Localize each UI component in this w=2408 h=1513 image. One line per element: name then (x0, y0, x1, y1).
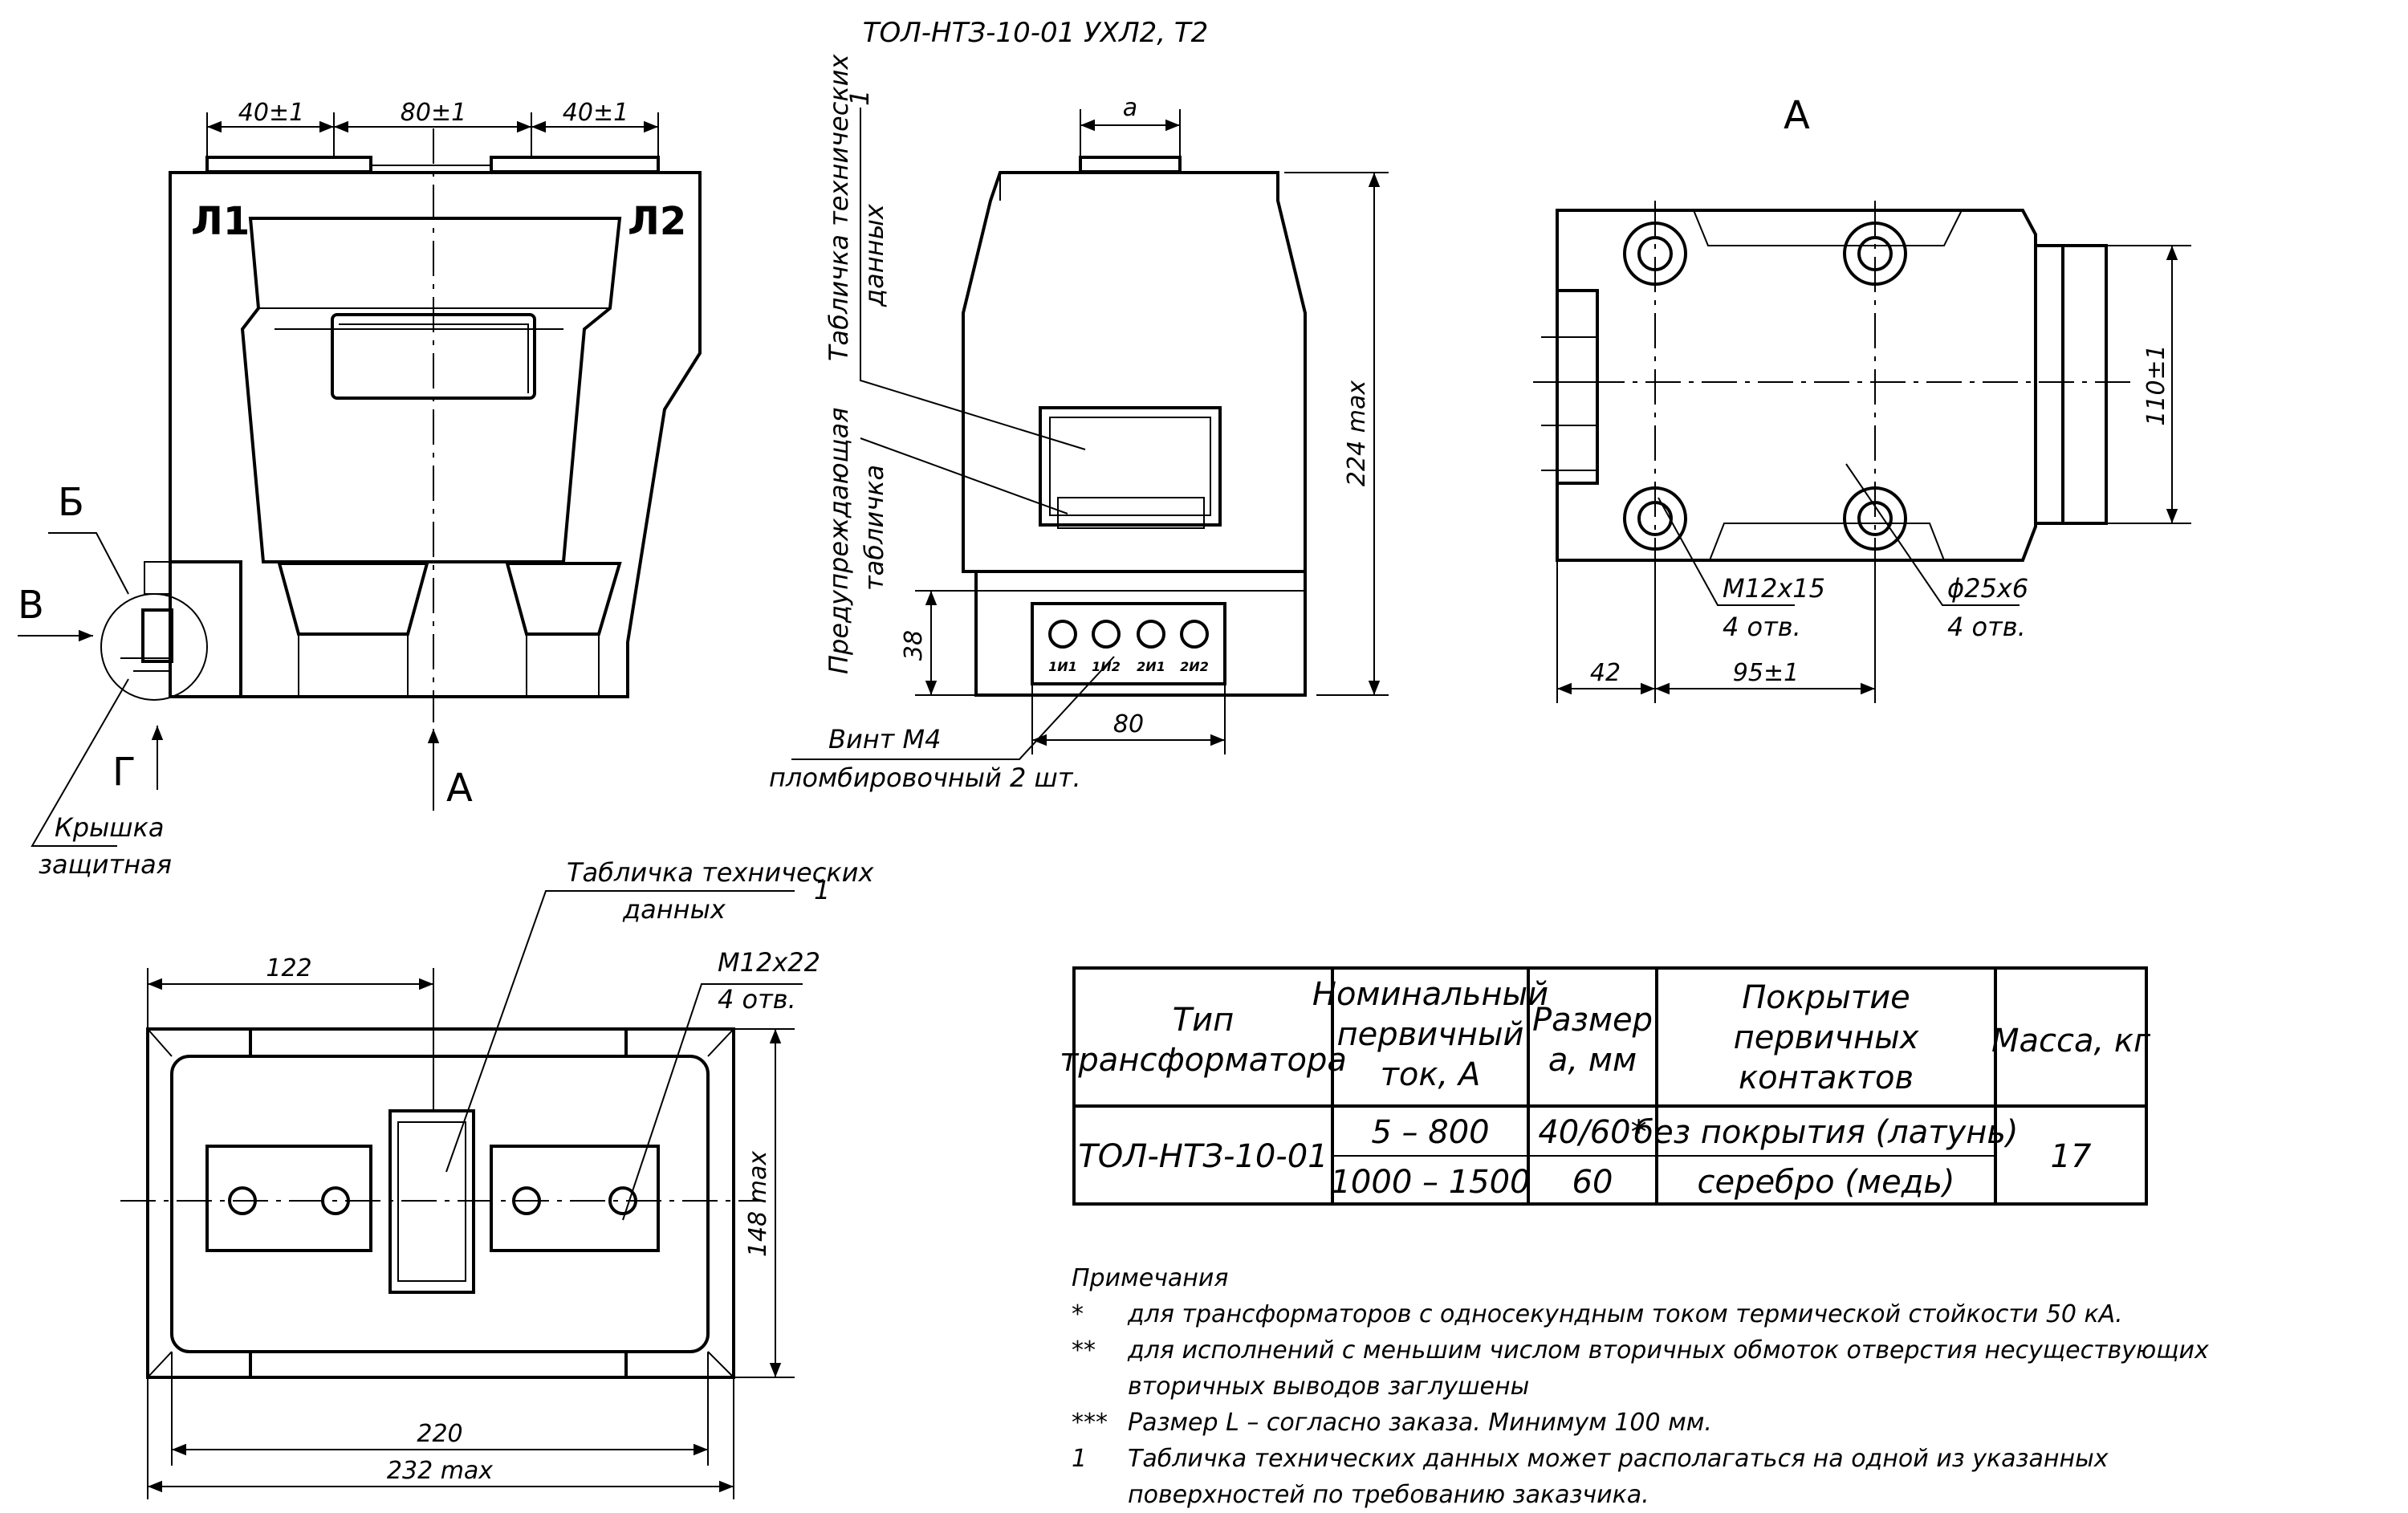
note-text: для исполнений с меньшим числом вторичны… (1128, 1336, 2209, 1365)
cell-coating-1: без покрытия (латунь) (1633, 1114, 2018, 1151)
note-text: поверхностей по требованию заказчика. (1128, 1481, 1649, 1509)
terminal-1i2: 1И2 (1092, 659, 1121, 674)
mounting-holes (1623, 222, 1907, 551)
cell-type: ТОЛ-НТЗ-10-01 (1078, 1138, 1328, 1175)
dim-42: 42 (1590, 659, 1621, 687)
view-a: А 110±1 42 95±1 М12х15 4 отв. ϕ25 (1533, 93, 2191, 703)
note-text: Табличка технических данных может распол… (1128, 1445, 2109, 1473)
view-label-v: В (18, 583, 44, 628)
screw-label-1: Винт М4 (828, 724, 941, 754)
terminal-2i2: 2И2 (1180, 659, 1209, 674)
note-row: *** Размер L – согласно заказа. Минимум … (1072, 1405, 2388, 1441)
hole-count: 4 отв. (1723, 612, 1801, 642)
note-row: поверхностей по требованию заказчика. (1072, 1477, 2388, 1513)
view-label-a-front: А (446, 766, 473, 811)
label-l2: Л2 (628, 199, 686, 244)
note-row: * для трансформаторов с односекундным то… (1072, 1296, 2388, 1332)
note-text: для трансформаторов с односекундным токо… (1128, 1300, 2123, 1328)
cover-label-1: Крышка (55, 812, 165, 843)
label-l1: Л1 (191, 199, 250, 244)
dim-40-right: 40±1 (563, 99, 628, 127)
note-text: Размер L – согласно заказа. Минимум 100 … (1128, 1409, 1712, 1437)
cell-size-2: 60 (1572, 1164, 1613, 1201)
spec-table: Тип трансформатора Номинальный первичный… (1060, 966, 2151, 1206)
dim-110: 110±1 (2142, 344, 2170, 425)
cell-coating-2: серебро (медь) (1697, 1164, 1954, 1201)
side-view: 1И1 1И2 2И1 2И2 а 224 max 38 80 Табличка… (769, 54, 1389, 793)
th-current-1: Номинальный (1312, 976, 1548, 1013)
view-label-g: Г (112, 750, 136, 795)
tech-plate-label-1: Табличка технических (824, 54, 854, 361)
hole-label: М12х15 (1723, 573, 1825, 604)
note-row: ** для исполнений с меньшим числом втори… (1072, 1332, 2388, 1369)
thread-count: 4 отв. (718, 984, 796, 1015)
dim-224: 224 max (1343, 380, 1371, 486)
dim-232: 232 max (387, 1457, 493, 1485)
note-mark: * (1072, 1300, 1084, 1328)
cell-size-1: 40/60* (1538, 1114, 1646, 1151)
notes: Примечания * для трансформаторов с однос… (1072, 1260, 2388, 1513)
th-coating-3: контактов (1739, 1060, 1914, 1096)
terminal-2i1: 2И1 (1137, 659, 1165, 674)
note-text: вторичных выводов заглушены (1128, 1373, 1530, 1401)
th-mass: Масса, кг (1991, 1023, 2151, 1060)
dim-148: 148 max (744, 1151, 772, 1257)
dia-count: 4 отв. (1947, 612, 2026, 642)
bottom-tech-plate-label-1: Табличка технических (567, 857, 874, 888)
dim-a: а (1123, 94, 1137, 122)
note-row: 1 Табличка технических данных может расп… (1072, 1441, 2388, 1477)
note-mark: ** (1072, 1336, 1096, 1365)
th-type-1: Тип (1173, 1002, 1235, 1039)
dim-38: 38 (900, 630, 928, 661)
tech-plate-ref-1: 1 (844, 90, 875, 106)
screw-label-2: пломбировочный 2 шт. (769, 763, 1081, 793)
dia-label: ϕ25х6 (1947, 573, 2028, 604)
dim-80: 80±1 (401, 99, 466, 127)
note-mark (1072, 1369, 1128, 1405)
bottom-view: 122 148 max 220 232 max Табличка техниче… (120, 857, 874, 1499)
tech-plate-label-2: данных (859, 203, 889, 307)
view-label-b: Б (58, 480, 84, 525)
th-current-2: первичный (1336, 1016, 1523, 1053)
th-size-1: Размер (1532, 1002, 1653, 1039)
cover-label-2: защитная (39, 849, 172, 880)
th-coating-2: первичных (1734, 1019, 1919, 1056)
cell-current-2: 1000 – 1500 (1330, 1164, 1530, 1201)
dim-95: 95±1 (1733, 659, 1799, 687)
note-mark: 1 (1072, 1445, 1088, 1473)
dim-40-left: 40±1 (238, 99, 304, 127)
bottom-tech-plate-label-2: данных (622, 894, 726, 925)
note-mark: *** (1072, 1409, 1108, 1437)
th-size-2: а, мм (1548, 1042, 1637, 1079)
warning-plate-label-1: Предупреждающая (824, 407, 854, 674)
th-type-2: трансформатора (1060, 1042, 1347, 1079)
front-view: 40±1 80±1 40±1 Л1 Л2 Б В Г А Крышка защи… (18, 99, 702, 880)
warning-plate-label-2: табличка (859, 465, 889, 591)
terminal-screws (1048, 620, 1209, 649)
dim-220: 220 (417, 1420, 462, 1448)
th-coating-1: Покрытие (1742, 979, 1910, 1016)
drawing-title: ТОЛ-НТЗ-10-01 УХЛ2, Т2 (863, 17, 1209, 49)
dim-80-side: 80 (1113, 710, 1144, 738)
note-row: вторичных выводов заглушены (1072, 1369, 2388, 1405)
note-mark (1072, 1477, 1128, 1513)
dim-122: 122 (266, 954, 311, 982)
thread-label: М12х22 (718, 947, 820, 978)
th-current-3: ток, А (1381, 1056, 1481, 1093)
bottom-tech-plate-ref: 1 (814, 875, 830, 905)
view-a-title: А (1784, 93, 1810, 138)
terminal-1i1: 1И1 (1048, 659, 1077, 674)
cell-mass: 17 (2051, 1138, 2092, 1175)
cell-current-1: 5 – 800 (1371, 1114, 1489, 1151)
notes-title: Примечания (1072, 1264, 1229, 1292)
